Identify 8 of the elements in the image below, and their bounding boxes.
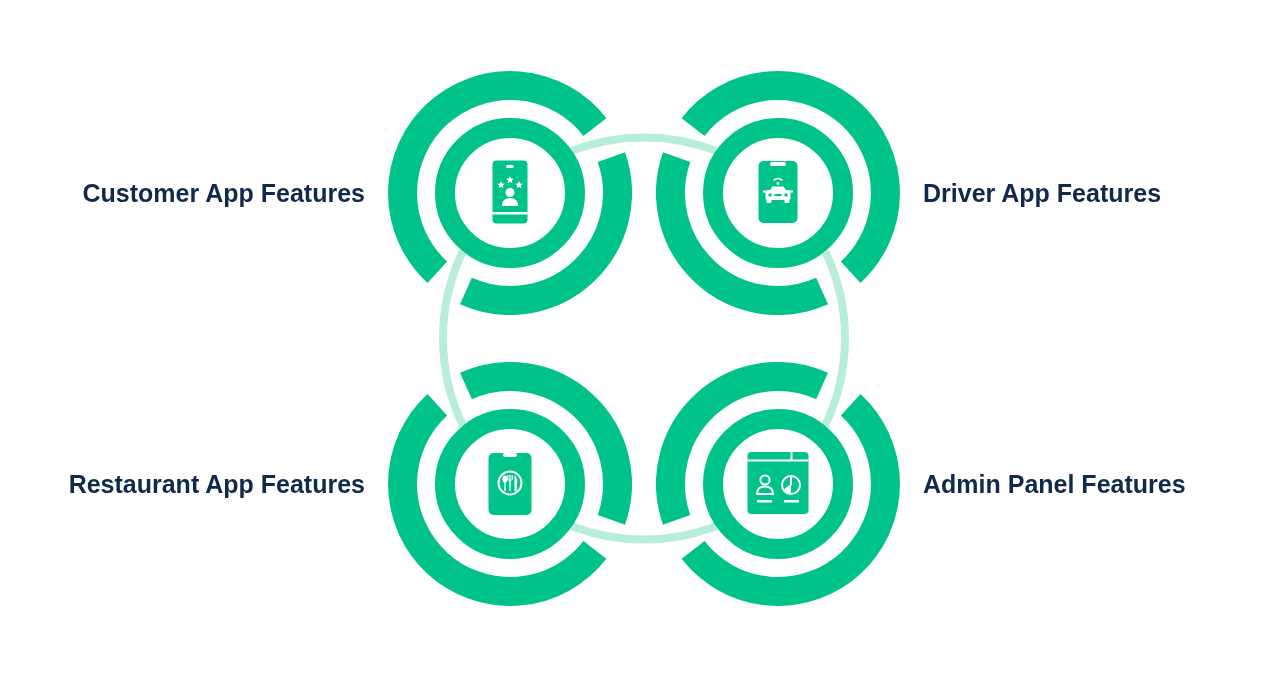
feature-label: Driver App Features: [923, 178, 1162, 208]
feature-label: Restaurant App Features: [68, 469, 365, 499]
connector-arc: [570, 133, 718, 155]
feature-label: Customer App Features: [82, 178, 365, 208]
connector-arc: [570, 522, 718, 544]
feature-label: Admin Panel Features: [923, 469, 1186, 499]
connector-arc: [439, 249, 467, 428]
connector-arc: [821, 249, 849, 428]
